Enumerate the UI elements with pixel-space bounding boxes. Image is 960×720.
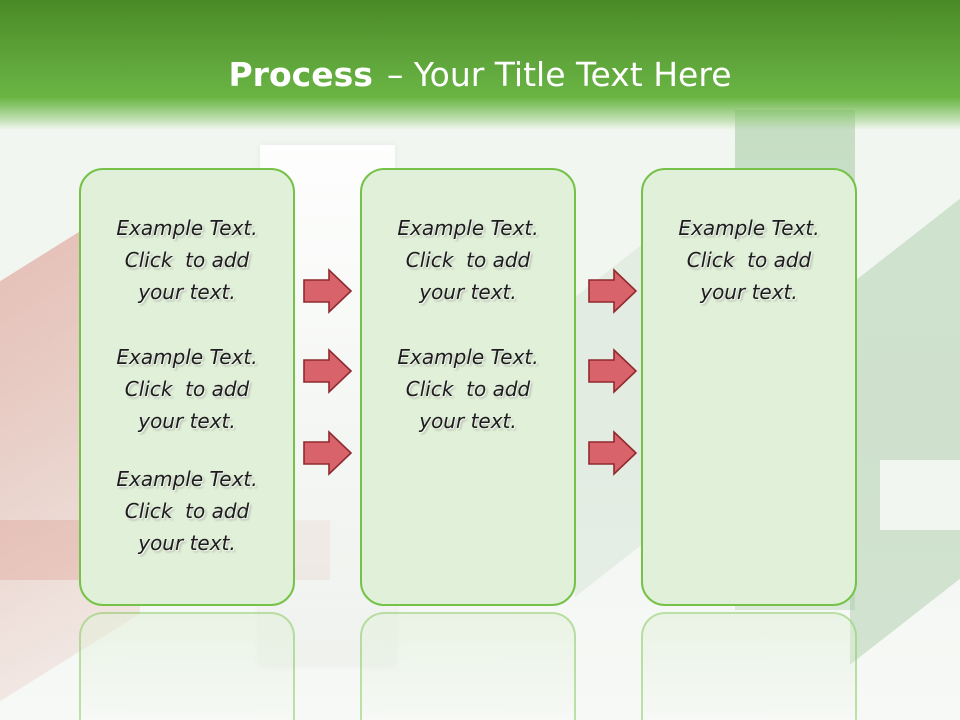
- panel-reflection: [641, 612, 857, 720]
- right-arrow-icon[interactable]: [303, 268, 353, 314]
- text-line: Example Text.: [116, 216, 258, 240]
- background-green-shape: [850, 175, 960, 665]
- process-step-3-panel[interactable]: Example Text. Click to add your text.: [641, 168, 857, 606]
- text-line: your text.: [138, 409, 236, 433]
- text-line: your text.: [419, 409, 517, 433]
- panel-reflection: [360, 612, 576, 720]
- text-line: your text.: [138, 280, 236, 304]
- text-line: Click to add: [405, 377, 531, 401]
- text-line: your text.: [138, 531, 236, 555]
- text-line: Click to add: [124, 248, 250, 272]
- text-line: Click to add: [124, 499, 250, 523]
- text-placeholder[interactable]: Example Text. Click to add your text.: [362, 341, 574, 437]
- text-line: Example Text.: [678, 216, 820, 240]
- panel-reflection: [79, 612, 295, 720]
- right-arrow-icon[interactable]: [303, 348, 353, 394]
- text-placeholder[interactable]: Example Text. Click to add your text.: [362, 212, 574, 308]
- text-line: Click to add: [686, 248, 812, 272]
- text-placeholder[interactable]: Example Text. Click to add your text.: [643, 212, 855, 308]
- text-placeholder[interactable]: Example Text. Click to add your text.: [81, 341, 293, 437]
- text-line: Example Text.: [397, 216, 539, 240]
- text-line: your text.: [700, 280, 798, 304]
- text-line: Click to add: [405, 248, 531, 272]
- right-arrow-icon[interactable]: [588, 430, 638, 476]
- text-placeholder[interactable]: Example Text. Click to add your text.: [81, 212, 293, 308]
- title-bold: Process: [228, 55, 373, 94]
- title-rest: – Your Title Text Here: [386, 55, 732, 94]
- right-arrow-icon[interactable]: [588, 348, 638, 394]
- title-bar: [0, 0, 960, 130]
- process-step-2-panel[interactable]: Example Text. Click to add your text. Ex…: [360, 168, 576, 606]
- process-step-1-panel[interactable]: Example Text. Click to add your text. Ex…: [79, 168, 295, 606]
- text-placeholder[interactable]: Example Text. Click to add your text.: [81, 463, 293, 559]
- text-line: Example Text.: [116, 467, 258, 491]
- right-arrow-icon[interactable]: [303, 430, 353, 476]
- slide-title[interactable]: Process – Your Title Text Here: [0, 52, 960, 98]
- text-line: Example Text.: [116, 345, 258, 369]
- background-white-stripe: [880, 460, 960, 530]
- text-line: your text.: [419, 280, 517, 304]
- text-line: Click to add: [124, 377, 250, 401]
- text-line: Example Text.: [397, 345, 539, 369]
- right-arrow-icon[interactable]: [588, 268, 638, 314]
